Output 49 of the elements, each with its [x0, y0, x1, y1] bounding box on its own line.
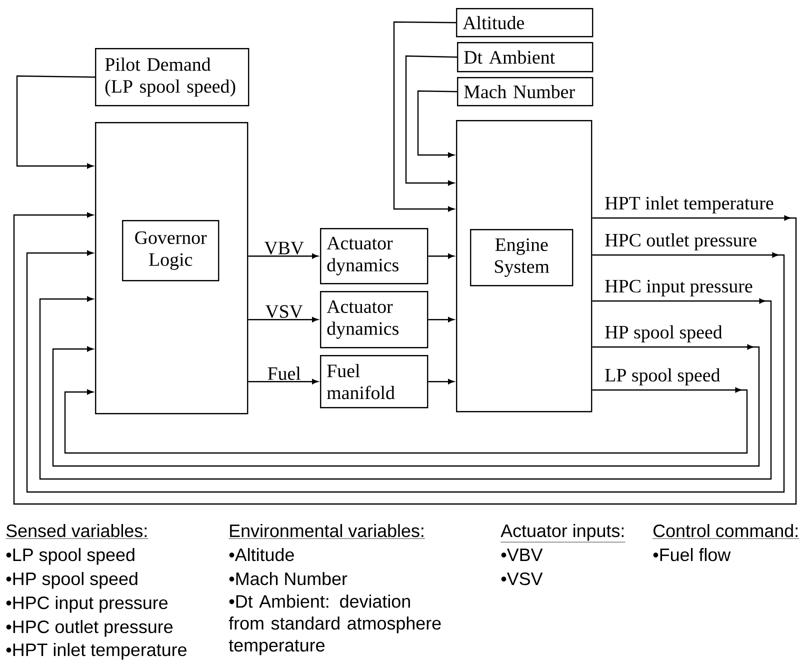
- arrow: [39, 296, 772, 480]
- process-box: Engine System: [470, 229, 574, 286]
- list-item: •HPC input pressure: [6, 596, 168, 613]
- list-item: •HP spool speed: [6, 572, 138, 589]
- list-item: •VSV: [501, 572, 543, 586]
- arrow: [16, 75, 96, 169]
- arrow: [428, 379, 454, 384]
- signal-label: HPC input pressure: [604, 278, 754, 298]
- input-box: Mach Number: [457, 77, 594, 106]
- arrow: [417, 90, 458, 158]
- arrow: [428, 254, 454, 259]
- arrow: [248, 317, 318, 322]
- input-box: Dt Ambient: [457, 42, 594, 72]
- list-item: •Fuel flow: [653, 548, 731, 562]
- signal-label: HP spool speed: [604, 324, 724, 344]
- process-box: Actuator dynamics: [320, 291, 428, 348]
- process-box: Fuel manifold: [320, 355, 428, 408]
- signal-label: HPC outlet pressure: [604, 232, 758, 252]
- input-box: Pilot Demand (LP spool speed): [95, 48, 250, 106]
- arrow: [13, 212, 797, 505]
- process-box: Governor Logic: [122, 220, 220, 282]
- edge-label: VBV: [263, 240, 306, 256]
- heading: Environmental variables:: [228, 524, 426, 539]
- block-box: [456, 120, 592, 412]
- arrow: [248, 379, 318, 384]
- list-item: •Mach Number: [229, 572, 348, 586]
- list-item: •LP spool speed: [6, 548, 134, 565]
- signal-label: HPT inlet temperature: [604, 195, 775, 214]
- arrow: [393, 21, 456, 212]
- arrow: [26, 250, 785, 493]
- list-item: •VBV: [501, 548, 543, 561]
- arrow: [64, 387, 748, 454]
- process-box: Actuator dynamics: [320, 228, 428, 284]
- arrow: [405, 55, 458, 186]
- edge-label: Fuel: [266, 366, 302, 381]
- heading: Sensed variables:: [5, 524, 148, 539]
- arrow: [248, 254, 318, 259]
- block-box: [95, 122, 248, 414]
- arrow: [52, 344, 760, 467]
- note: •Dt Ambient: deviation from standard atmosphere temperature: [228, 594, 441, 656]
- arrow: [428, 317, 454, 322]
- list-item: •HPT inlet temperature: [6, 643, 186, 660]
- heading: Actuator inputs:: [500, 524, 626, 542]
- list-item: •Altitude: [229, 548, 294, 562]
- input-box: Altitude: [456, 8, 594, 38]
- heading: Control command:: [652, 524, 800, 539]
- signal-label: LP spool speed: [604, 367, 722, 386]
- list-item: •HPC outlet pressure: [6, 620, 173, 637]
- edge-label: VSV: [264, 304, 304, 319]
